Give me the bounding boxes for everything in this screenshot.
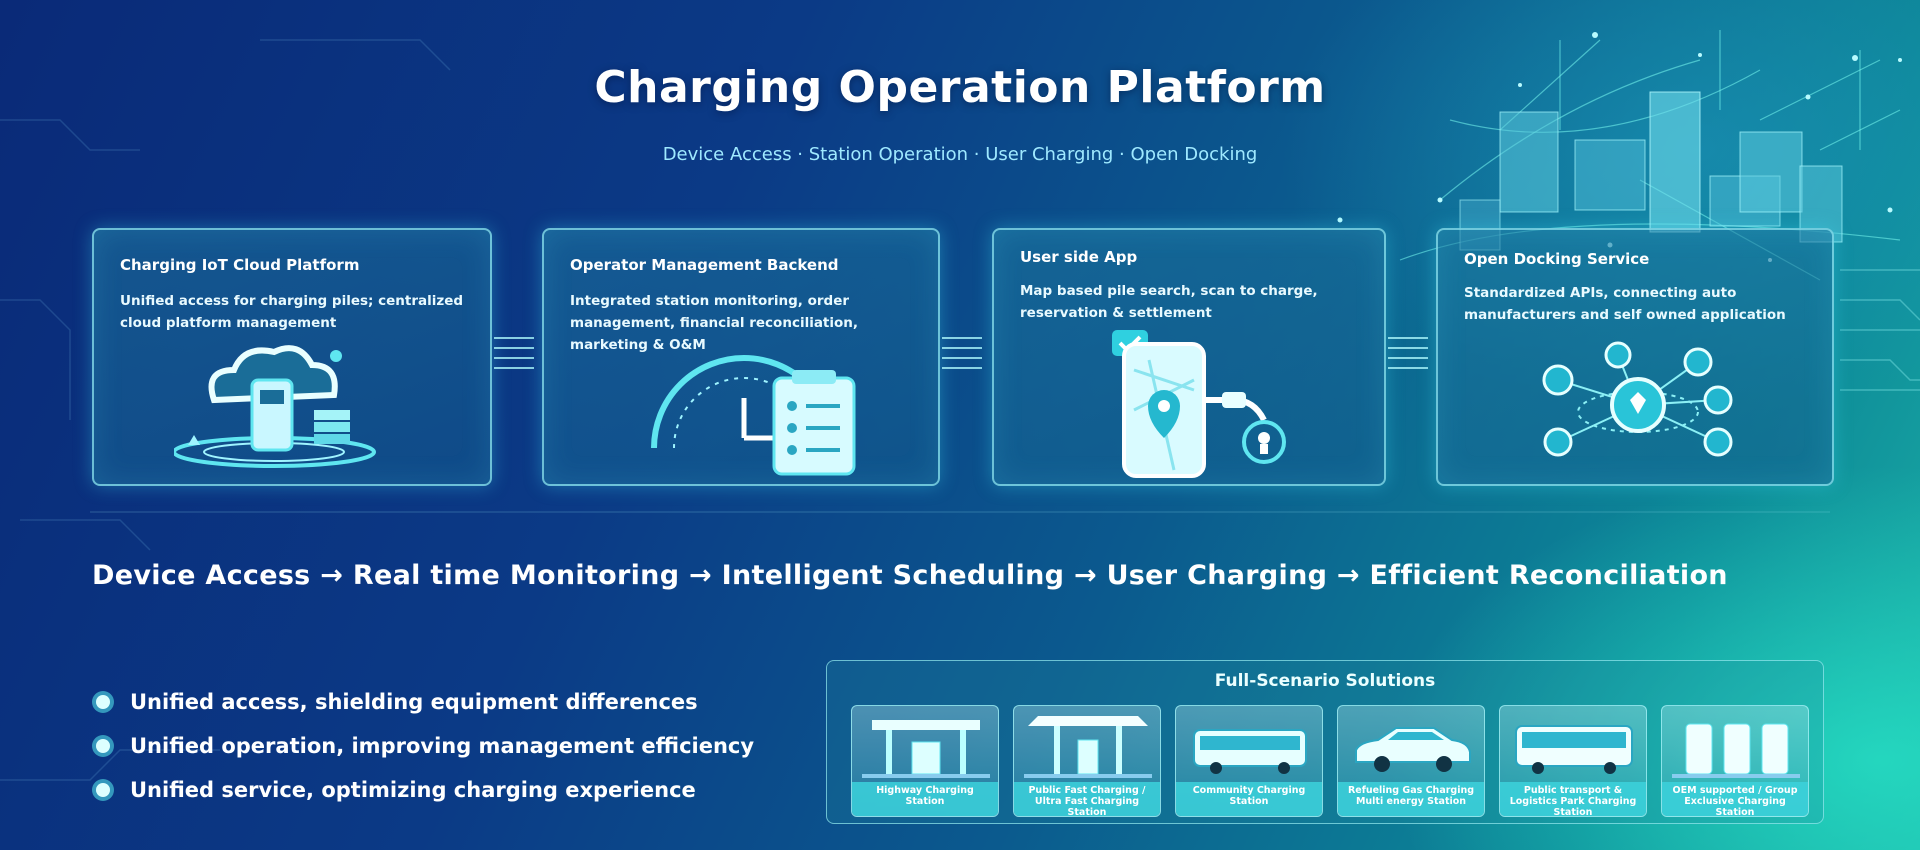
- bullet-dot-icon: [96, 783, 110, 797]
- scenario-label: OEM supported / Group Exclusive Charging…: [1662, 782, 1808, 816]
- card-title: Operator Management Backend: [570, 256, 839, 274]
- card-description: Standardized APIs, connecting auto manuf…: [1464, 285, 1786, 323]
- card-operator-backend: Operator Management Backend Integrated s…: [542, 228, 940, 486]
- car-icon: [1355, 727, 1471, 772]
- card-iot-cloud-platform: Charging IoT Cloud Platform Unified acce…: [92, 228, 492, 486]
- scenario-tile[interactable]: Highway Charging Station: [851, 705, 999, 817]
- gauge-clipboard-icon: [651, 355, 856, 476]
- card-description: Unified access for charging piles; centr…: [120, 293, 464, 331]
- process-flow: Device Access → Real time Monitoring → I…: [92, 560, 1728, 591]
- bus-icon: [1515, 725, 1633, 774]
- phone-map-icon: [1112, 330, 1286, 478]
- scenario-tile[interactable]: OEM supported / Group Exclusive Charging…: [1661, 705, 1809, 817]
- card-title: Charging IoT Cloud Platform: [120, 256, 360, 274]
- scenario-label: Refueling Gas Charging Multi energy Stat…: [1338, 782, 1484, 816]
- benefit-item: Unified operation, improving management …: [96, 732, 754, 776]
- scenario-label: Highway Charging Station: [852, 782, 998, 816]
- card-title: Open Docking Service: [1464, 250, 1650, 268]
- api-network-icon: [1542, 341, 1733, 457]
- bus-icon: [1193, 729, 1307, 774]
- benefits-list: Unified access, shielding equipment diff…: [96, 688, 754, 820]
- card-description: Integrated station monitoring, order man…: [570, 293, 859, 353]
- scenario-tile[interactable]: Public Fast Charging / Ultra Fast Chargi…: [1013, 705, 1161, 817]
- charger-units-icon: [1672, 723, 1800, 778]
- bullet-dot-icon: [96, 695, 110, 709]
- gas-station-icon: [862, 720, 990, 778]
- scenario-label: Public transport & Logistics Park Chargi…: [1500, 782, 1646, 816]
- card-open-docking-service: Open Docking Service Standardized APIs, …: [1436, 228, 1834, 486]
- benefit-text: Unified operation, improving management …: [130, 734, 755, 758]
- scenario-tile[interactable]: Community Charging Station: [1175, 705, 1323, 817]
- page-title: Charging Operation Platform: [594, 62, 1326, 113]
- scenario-label: Public Fast Charging / Ultra Fast Chargi…: [1014, 782, 1160, 816]
- scenario-title: Full-Scenario Solutions: [1214, 671, 1436, 691]
- scenario-panel: Full-Scenario Solutions Highway Charging…: [826, 660, 1824, 824]
- scenario-tile[interactable]: Public transport & Logistics Park Chargi…: [1499, 705, 1647, 817]
- connector-3: [1388, 337, 1428, 369]
- scenario-label: Community Charging Station: [1176, 782, 1322, 816]
- scenario-tile[interactable]: Refueling Gas Charging Multi energy Stat…: [1337, 705, 1485, 817]
- city-buildings: [1459, 91, 1843, 251]
- circuit-lines-right: [1840, 269, 1920, 391]
- card-description: Map based pile search, scan to charge, r…: [1020, 283, 1318, 321]
- benefit-item: Unified access, shielding equipment diff…: [96, 688, 754, 732]
- connector-1: [494, 337, 534, 369]
- page-subtitle: Device Access · Station Operation · User…: [662, 144, 1258, 165]
- benefit-text: Unified service, optimizing charging exp…: [130, 778, 696, 802]
- card-title: User side App: [1020, 248, 1138, 266]
- bullet-dot-icon: [96, 739, 110, 753]
- card-user-app: User side App Map based pile search, sca…: [992, 228, 1386, 486]
- connector-2: [942, 337, 982, 369]
- cloud-charger-icon: [174, 345, 376, 468]
- canopy-station-icon: [1024, 716, 1152, 778]
- benefit-item: Unified service, optimizing charging exp…: [96, 776, 754, 820]
- benefit-text: Unified access, shielding equipment diff…: [130, 690, 698, 714]
